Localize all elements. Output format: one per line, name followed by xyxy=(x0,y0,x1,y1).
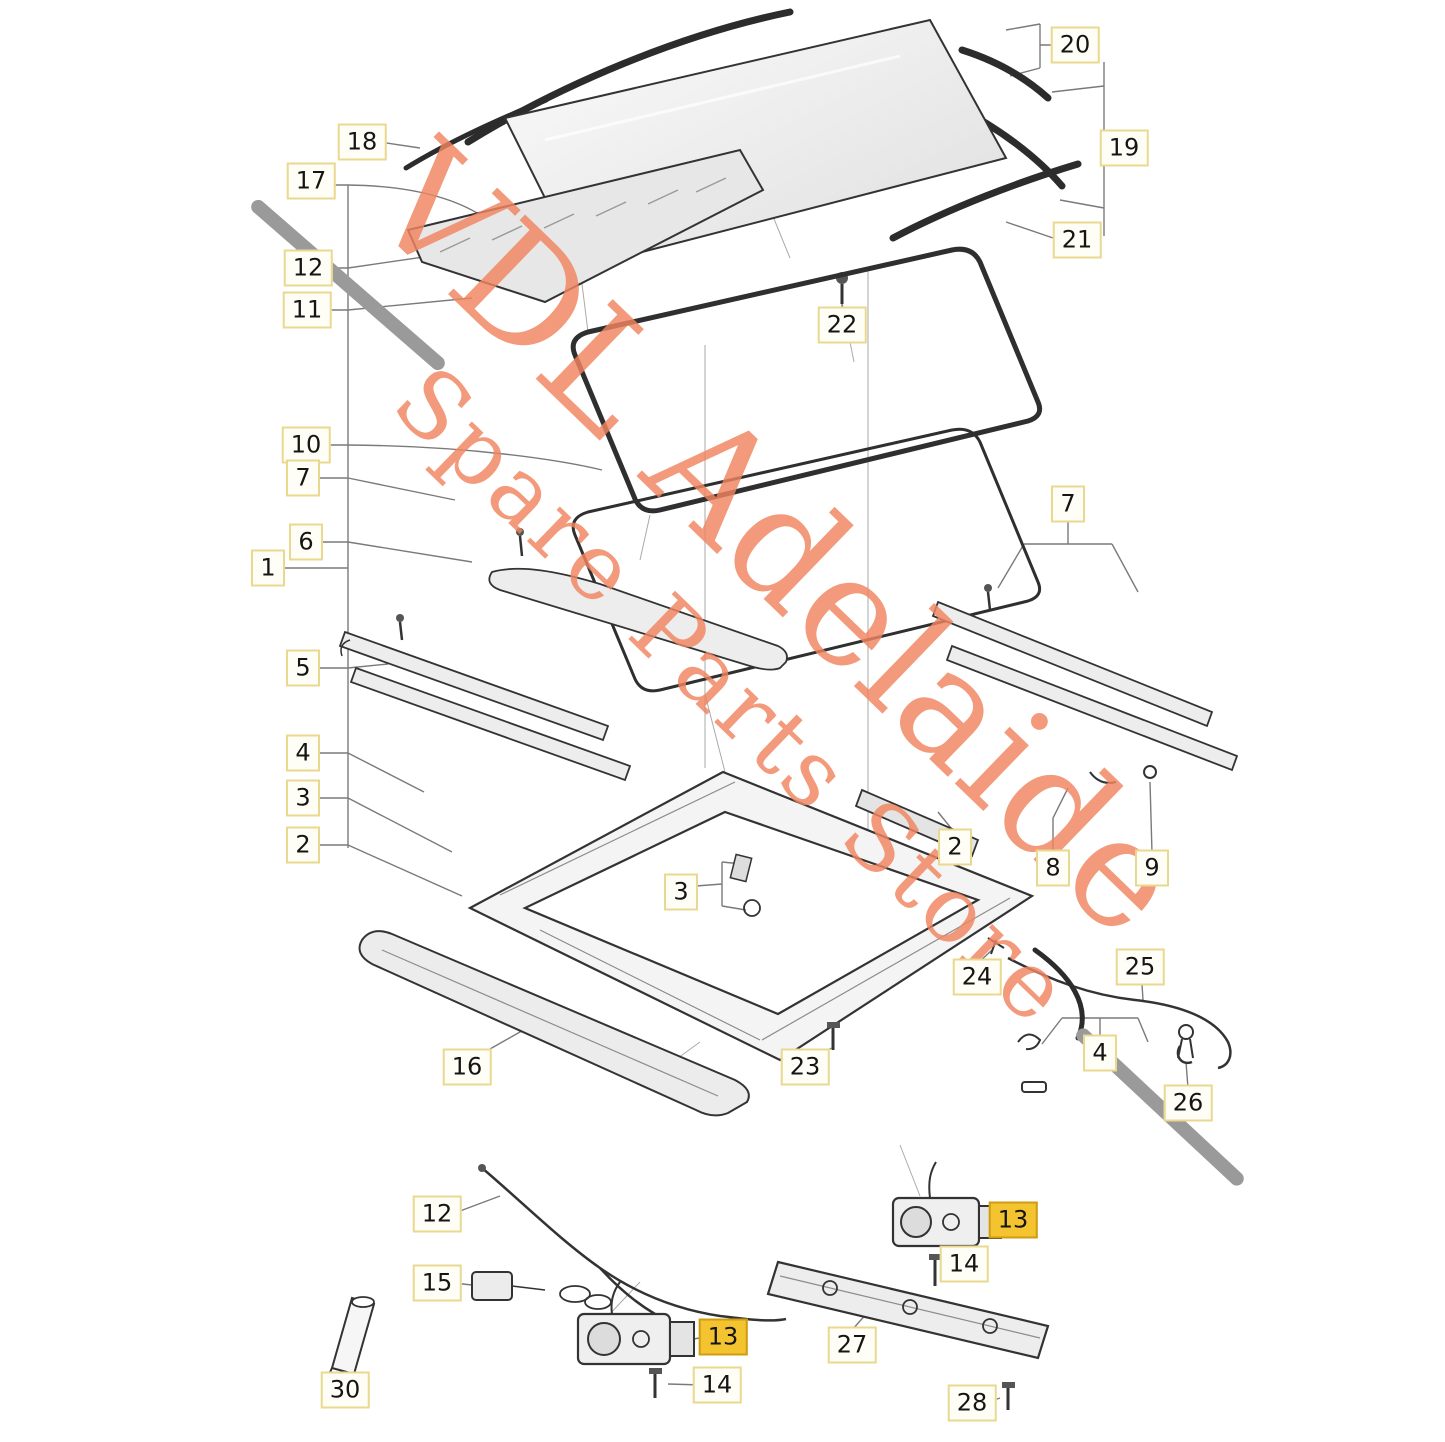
part-label: 27 xyxy=(827,1326,877,1364)
part-label: 21 xyxy=(1052,221,1102,259)
part-label: 28 xyxy=(947,1384,997,1422)
part-label: 5 xyxy=(286,649,320,687)
left-guide-rail xyxy=(338,614,632,782)
part-label: 24 xyxy=(952,958,1002,996)
drain-hose-right xyxy=(1007,956,1232,1070)
hook-and-clip xyxy=(1017,1033,1047,1093)
front-trim-blade xyxy=(358,930,750,1117)
part-label: 2 xyxy=(938,828,972,866)
control-module xyxy=(471,1271,546,1301)
leader-lines xyxy=(282,23,1189,1403)
screw-23 xyxy=(827,1022,840,1050)
part-label: 15 xyxy=(412,1264,462,1302)
part-label: 18 xyxy=(337,123,387,161)
part-label: 3 xyxy=(286,779,320,817)
part-label: 14 xyxy=(692,1366,742,1404)
mounting-bracket xyxy=(766,1260,1050,1360)
part-label-highlighted: 13 xyxy=(988,1201,1038,1239)
part-label: 12 xyxy=(412,1195,462,1233)
part-label: 22 xyxy=(817,306,867,344)
part-label: 25 xyxy=(1115,948,1165,986)
part-label: 26 xyxy=(1163,1084,1213,1122)
screw-28 xyxy=(1002,1382,1015,1410)
screw-14-left xyxy=(649,1368,662,1398)
part-label: 8 xyxy=(1036,849,1070,887)
part-label: 20 xyxy=(1050,26,1100,64)
glass-seal-ring xyxy=(570,246,1043,514)
part-label: 9 xyxy=(1135,849,1169,887)
part-label: 11 xyxy=(282,291,332,329)
part-label: 2 xyxy=(286,826,320,864)
centre-guide-strip xyxy=(488,528,788,671)
clip-24 xyxy=(987,937,1005,955)
part-label: 30 xyxy=(320,1371,370,1409)
sunroof-motor-left xyxy=(576,1281,695,1366)
wind-deflector xyxy=(406,148,765,304)
screw-14-right xyxy=(929,1254,942,1286)
part-label: 14 xyxy=(939,1245,989,1283)
part-label: 4 xyxy=(286,734,320,772)
part-label: 17 xyxy=(286,162,336,200)
part-label: 19 xyxy=(1099,129,1149,167)
part-label: 23 xyxy=(780,1048,830,1086)
part-label: 12 xyxy=(283,249,333,287)
sunroof-frame xyxy=(467,770,1035,1062)
part-label: 4 xyxy=(1083,1034,1117,1072)
part-label: 7 xyxy=(1051,485,1085,523)
part-label-highlighted: 13 xyxy=(698,1318,748,1356)
part-label: 16 xyxy=(442,1048,492,1086)
part-label: 6 xyxy=(289,523,323,561)
frame-gasket-ring xyxy=(571,427,1042,693)
part-label: 1 xyxy=(251,549,285,587)
part-label: 7 xyxy=(286,459,320,497)
right-guide-rail xyxy=(931,584,1239,784)
part-label: 10 xyxy=(281,426,331,464)
drive-cable xyxy=(478,1164,787,1322)
part-label: 3 xyxy=(664,873,698,911)
clip-26 xyxy=(1177,1024,1194,1059)
